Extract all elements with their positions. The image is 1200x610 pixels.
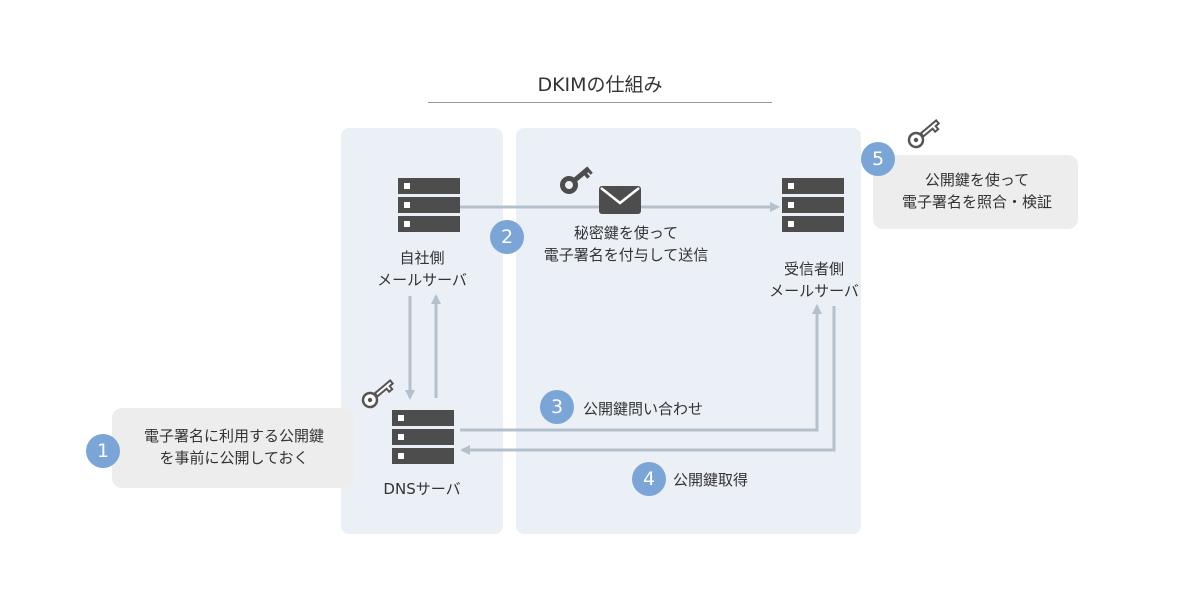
step5-badge: 5 [861,142,895,176]
envelope-icon [599,186,641,214]
sender-server-icon [398,178,460,235]
receiver-public-key-icon [907,119,941,149]
title-underline [428,102,772,103]
step3-badge: 3 [540,390,574,424]
dns-public-key-icon [361,379,395,409]
step1-text: 電子署名に利用する公開鍵 を事前に公開しておく [143,427,324,467]
sender-dns-panel [341,128,503,534]
step2-badge: 2 [490,220,524,254]
receiver-panel [516,128,861,534]
response-arrow [460,306,836,455]
step1-badge: 1 [86,434,120,468]
receiver-server-icon [782,178,844,235]
dns-server-label: DNSサーバ [383,480,461,498]
step5-text: 公開鍵を使って 電子署名を照合・検証 [901,171,1052,211]
diagram-title: DKIMの仕組み [537,74,663,96]
step4-badge: 4 [632,462,666,496]
step1-callout [112,408,354,488]
private-key-icon [560,166,593,194]
receiver-server-label: 受信者側 メールサーバ [769,260,859,300]
dns-server-icon [392,410,454,467]
sender-server-label: 自社側 メールサーバ [377,249,467,289]
query-arrow [460,304,822,432]
step5-callout [873,155,1078,229]
step4-text: 公開鍵取得 [673,471,749,489]
step3-text: 公開鍵問い合わせ [583,400,704,418]
step2-text: 秘密鍵を使って 電子署名を付与して送信 [543,224,709,264]
